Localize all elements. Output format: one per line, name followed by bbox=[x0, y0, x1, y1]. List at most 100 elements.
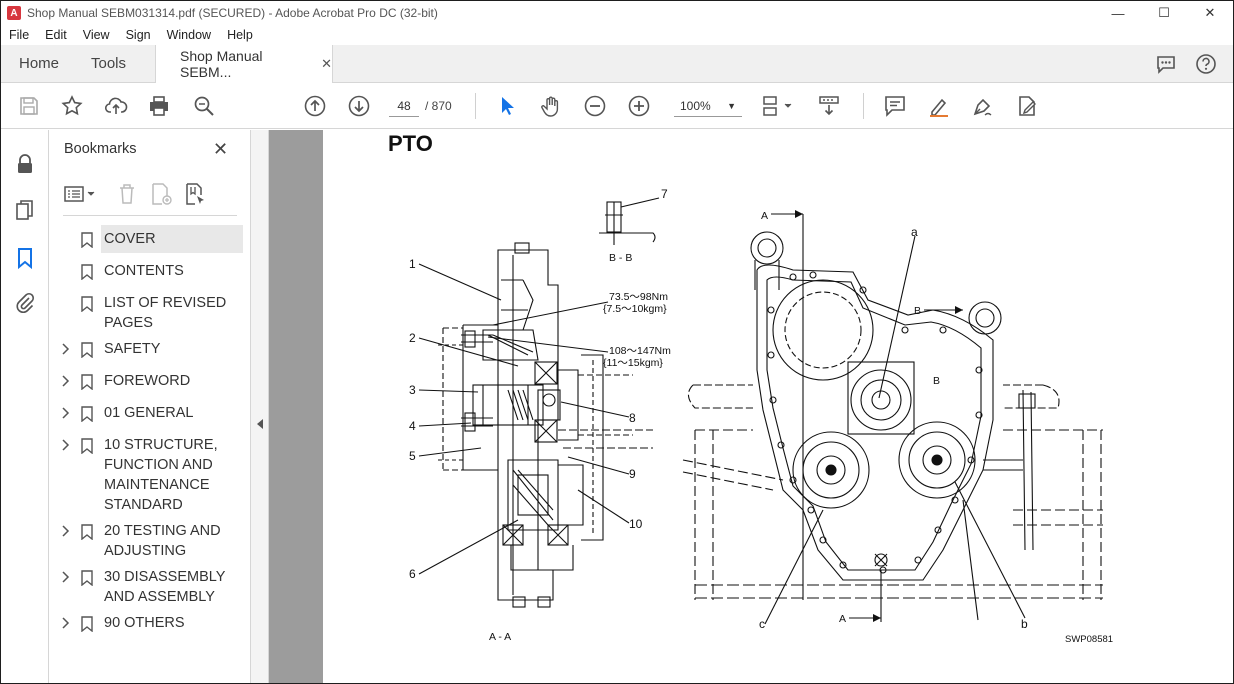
torque-spec-1-alt: {7.5～10kgm} bbox=[603, 303, 667, 315]
tab-tools[interactable]: Tools bbox=[91, 55, 127, 72]
bookmark-find-icon[interactable] bbox=[183, 182, 207, 206]
pto-technical-drawing: 1 2 3 4 5 6 7 8 9 10 a b c 73.5～98Nm {7.… bbox=[409, 187, 1113, 645]
tab-home[interactable]: Home bbox=[19, 55, 60, 72]
section-marker-b-inner: B bbox=[933, 375, 940, 387]
selected-highlight bbox=[101, 225, 243, 253]
previous-page-icon[interactable] bbox=[303, 94, 327, 118]
section-label-aa: A - A bbox=[489, 631, 511, 643]
print-icon[interactable] bbox=[147, 94, 171, 118]
main-toolbar: 48 / 870 100% ▼ bbox=[1, 83, 1233, 129]
bookmarks-icon[interactable] bbox=[13, 246, 37, 270]
page-display-icon[interactable] bbox=[761, 94, 795, 118]
torque-spec-2: 108～147Nm bbox=[609, 345, 671, 357]
toolbar-divider bbox=[475, 93, 476, 119]
new-bookmark-icon[interactable] bbox=[149, 182, 173, 206]
menu-file[interactable]: File bbox=[9, 28, 30, 42]
page-thumbnails-icon[interactable] bbox=[13, 198, 37, 222]
minimize-button[interactable]: — bbox=[1111, 5, 1125, 21]
menu-view[interactable]: View bbox=[82, 28, 110, 42]
bookmark-label: 30 DISASSEMBLY AND ASSEMBLY bbox=[104, 569, 226, 605]
scroll-mode-icon[interactable] bbox=[817, 94, 841, 118]
chevron-right-icon[interactable] bbox=[62, 439, 70, 451]
callout-b: b bbox=[1021, 617, 1028, 631]
callout-8: 8 bbox=[629, 411, 636, 425]
callout-10: 10 bbox=[629, 517, 643, 531]
chevron-right-icon[interactable] bbox=[62, 343, 70, 355]
bookmark-label: CONTENTS bbox=[104, 263, 184, 279]
bookmark-flag-icon bbox=[81, 342, 93, 358]
comment-bubble-icon[interactable] bbox=[1155, 53, 1177, 75]
close-window-button[interactable]: ✕ bbox=[1204, 5, 1216, 20]
zoom-level-select[interactable]: 100% ▼ bbox=[674, 95, 742, 117]
section-marker-a-bottom: A bbox=[839, 613, 846, 625]
save-icon[interactable] bbox=[17, 94, 41, 118]
chevron-right-icon[interactable] bbox=[62, 407, 70, 419]
bookmark-label: 01 GENERAL bbox=[104, 405, 194, 421]
attachment-paperclip-icon[interactable] bbox=[13, 291, 37, 315]
collapse-panel-arrow-icon[interactable] bbox=[256, 418, 264, 430]
chevron-right-icon[interactable] bbox=[62, 375, 70, 387]
page-number-input[interactable]: 48 bbox=[389, 95, 419, 117]
zoom-search-icon[interactable] bbox=[192, 94, 216, 118]
fill-sign-pen-icon[interactable] bbox=[971, 94, 995, 118]
navigation-rail bbox=[1, 130, 49, 683]
menu-help[interactable]: Help bbox=[227, 28, 253, 42]
highlight-pen-icon[interactable] bbox=[927, 94, 951, 118]
comment-icon[interactable] bbox=[883, 94, 907, 118]
document-viewport[interactable]: PTO bbox=[269, 130, 1233, 683]
torque-spec-1: 73.5～98Nm bbox=[609, 291, 668, 303]
chevron-down-icon: ▼ bbox=[727, 101, 736, 111]
menu-edit[interactable]: Edit bbox=[45, 28, 67, 42]
zoom-level-value: 100% bbox=[680, 99, 711, 113]
lock-icon[interactable] bbox=[13, 152, 37, 176]
panel-splitter[interactable] bbox=[251, 130, 269, 683]
menu-window[interactable]: Window bbox=[166, 28, 212, 42]
options-menu-icon[interactable] bbox=[63, 182, 97, 206]
chevron-right-icon[interactable] bbox=[62, 571, 70, 583]
upload-cloud-icon[interactable] bbox=[104, 94, 128, 118]
menu-sign[interactable]: Sign bbox=[125, 28, 151, 42]
window-title: Shop Manual SEBM031314.pdf (SECURED) - A… bbox=[27, 6, 438, 20]
callout-5: 5 bbox=[409, 449, 416, 463]
tab-close-icon[interactable]: ✕ bbox=[321, 56, 332, 71]
bookmarks-panel: Bookmarks ✕ bbox=[49, 130, 251, 683]
bookmark-flag-icon bbox=[81, 406, 93, 422]
callout-1: 1 bbox=[409, 257, 416, 271]
delete-trash-icon[interactable] bbox=[115, 182, 139, 206]
acrobat-app-icon: A bbox=[7, 6, 21, 20]
title-bar: A Shop Manual SEBM031314.pdf (SECURED) -… bbox=[1, 1, 1233, 25]
bookmark-label: 10 STRUCTURE, FUNCTION AND MAINTENANCE S… bbox=[104, 437, 218, 513]
torque-spec-2-alt: {11～15kgm} bbox=[603, 357, 663, 369]
edit-pdf-icon[interactable] bbox=[1015, 94, 1039, 118]
hand-tool-icon[interactable] bbox=[539, 94, 563, 118]
chevron-right-icon[interactable] bbox=[62, 617, 70, 629]
menu-bar: File Edit View Sign Window Help bbox=[1, 25, 1233, 45]
callout-7: 7 bbox=[661, 187, 668, 201]
bookmark-flag-icon bbox=[81, 232, 93, 248]
bookmark-label: 90 OTHERS bbox=[104, 615, 185, 631]
bookmark-flag-icon bbox=[81, 438, 93, 454]
star-bookmark-icon[interactable] bbox=[60, 94, 84, 118]
zoom-out-icon[interactable] bbox=[583, 94, 607, 118]
maximize-button[interactable]: ☐ bbox=[1158, 5, 1170, 20]
page-heading: PTO bbox=[388, 131, 433, 156]
bookmark-label: 20 TESTING AND ADJUSTING bbox=[104, 523, 221, 559]
next-page-icon[interactable] bbox=[347, 94, 371, 118]
zoom-in-icon[interactable] bbox=[627, 94, 651, 118]
select-cursor-icon[interactable] bbox=[495, 94, 519, 118]
window-controls: — ☐ ✕ bbox=[1095, 1, 1233, 25]
tab-bar: Home Tools Shop Manual SEBM... ✕ bbox=[1, 45, 1233, 83]
bookmarks-toolbar bbox=[63, 172, 237, 216]
callout-4: 4 bbox=[409, 419, 416, 433]
bookmark-flag-icon bbox=[81, 616, 93, 632]
bookmark-label: LIST OF REVISED PAGES bbox=[104, 295, 227, 331]
callout-3: 3 bbox=[409, 383, 416, 397]
close-panel-icon[interactable]: ✕ bbox=[213, 139, 229, 159]
help-icon[interactable] bbox=[1195, 53, 1217, 75]
tab-document[interactable]: Shop Manual SEBM... ✕ bbox=[155, 45, 333, 83]
tab-document-label: Shop Manual SEBM... bbox=[180, 48, 263, 80]
section-label-bb: B - B bbox=[609, 252, 632, 264]
section-marker-a-top: A bbox=[761, 210, 768, 222]
chevron-right-icon[interactable] bbox=[62, 525, 70, 537]
